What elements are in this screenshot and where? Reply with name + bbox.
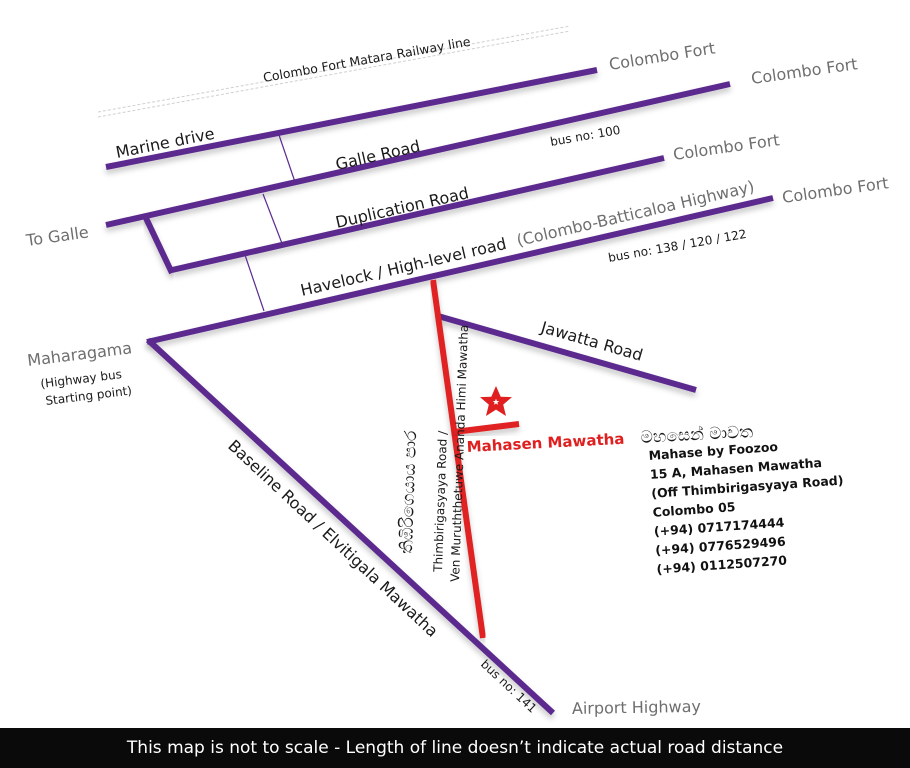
disclaimer-text: This map is not to scale - Length of lin… (126, 738, 784, 758)
connector-line (278, 134, 296, 183)
colombo-fort-label-4: Colombo Fort (781, 173, 890, 207)
railway-line: Colombo Fort Matara Railway line (97, 25, 571, 118)
jawatta-road (437, 313, 697, 393)
colombo-fort-label-3: Colombo Fort (672, 130, 781, 164)
colombo-fort-label-1: Colombo Fort (608, 38, 717, 74)
thimbirigasyaya-road-label: Thimbirigasyaya Road / (431, 430, 450, 573)
bus-label-baseline: bus no: 141 (478, 657, 539, 716)
address-block: Mahase by Foozoo 15 A, Mahasen Mawatha (… (648, 433, 849, 579)
havelock-road (146, 195, 774, 345)
connector-line (262, 193, 284, 247)
mahasen-mawatha-label: Mahasen Mawatha (466, 430, 625, 456)
duplication-road (171, 155, 665, 273)
galle-road-label: Galle Road (334, 136, 422, 173)
thimbirigasyaya-road (430, 279, 486, 639)
railway-label: Colombo Fort Matara Railway line (262, 34, 472, 85)
galle-road (105, 81, 731, 228)
mahasen-mawatha-road (453, 421, 520, 435)
route-map: Colombo Fort Matara Railway line Marine … (24, 25, 890, 718)
colombo-fort-label-2: Colombo Fort (750, 54, 859, 88)
thimbirigasyaya-sinhala-label: තිඹිරිගෙයාය පාර (397, 430, 421, 555)
maharagama-label: Maharagama (26, 338, 133, 370)
connector-line (244, 254, 265, 312)
disclaimer-footer: This map is not to scale - Length of lin… (0, 728, 910, 768)
marine-drive-road (105, 67, 598, 170)
star-icon (480, 386, 512, 416)
baseline-road (145, 337, 556, 716)
bus-label-galle-road: bus no: 100 (549, 123, 621, 149)
to-galle-label: To Galle (24, 222, 90, 250)
airport-highway-label: Airport Highway (572, 697, 701, 718)
galle-link-road (142, 214, 175, 275)
